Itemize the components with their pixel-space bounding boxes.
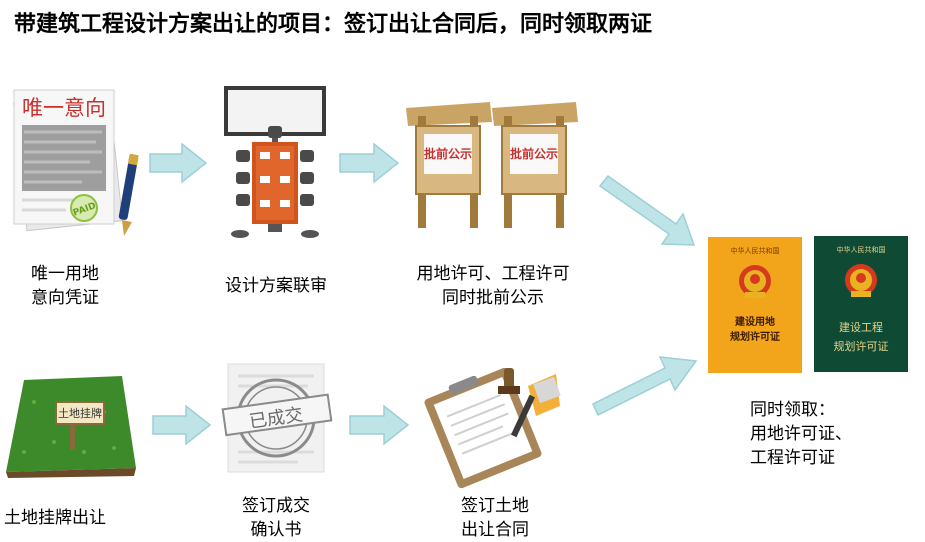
land-sign-text: 土地挂牌 xyxy=(58,406,102,420)
arrow-diagonal-up-icon xyxy=(592,356,698,417)
land-cert-name-line1: 建设用地 xyxy=(734,315,775,328)
pen-icon xyxy=(118,153,139,236)
arrow-diagonal-down-icon xyxy=(598,174,696,246)
board-text-left: 批前公示 xyxy=(424,146,472,161)
contract-signing-illustration xyxy=(424,367,561,489)
project-cert-name-line2: 规划许可证 xyxy=(834,339,889,353)
arrow-right-icon xyxy=(149,142,208,184)
design-review-illustration xyxy=(224,86,326,238)
publicity-boards-illustration: 批前公示 批前公示 xyxy=(406,102,578,228)
intent-document-illustration: PAID 唯一意向 xyxy=(13,89,139,236)
confirmation-stamp-illustration: 已成交 xyxy=(221,363,333,473)
arrow-right-icon xyxy=(152,404,212,446)
review-caption: 设计方案联审 xyxy=(225,276,327,296)
intent-doc-heading: 唯一意向 xyxy=(22,96,106,120)
intent-caption: 唯一用地 意向凭证 xyxy=(31,264,99,308)
arrow-right-icon xyxy=(339,142,400,184)
project-cert-header: 中华人民共和国 xyxy=(837,245,886,254)
listing-caption: 土地挂牌出让 xyxy=(4,508,106,528)
notice-board-right: 批前公示 xyxy=(492,102,578,228)
land-listing-illustration: 土地挂牌 xyxy=(6,376,136,478)
publicity-caption: 用地许可、工程许可 同时批前公示 xyxy=(416,264,570,308)
contract-caption: 签订土地 出让合同 xyxy=(461,496,529,540)
board-text-right: 批前公示 xyxy=(510,146,558,161)
notice-board-left: 批前公示 xyxy=(406,102,492,228)
land-permit-certificate: 中华人民共和国 建设用地 规划许可证 xyxy=(708,237,802,373)
land-cert-name-line2: 规划许可证 xyxy=(730,330,780,343)
project-cert-name-line1: 建设工程 xyxy=(839,320,883,334)
confirm-caption: 签订成交 确认书 xyxy=(242,496,310,540)
pen-hand-icon xyxy=(510,374,561,438)
land-cert-header: 中华人民共和国 xyxy=(731,246,780,255)
stamp-icon xyxy=(498,368,520,394)
project-permit-certificate: 中华人民共和国 建设工程 规划许可证 xyxy=(814,236,908,372)
national-emblem-icon xyxy=(845,264,877,297)
page-title: 带建筑工程设计方案出让的项目：签订出让合同后，同时领取两证 xyxy=(14,12,653,37)
national-emblem-icon xyxy=(739,265,771,298)
certificates-caption: 同时领取： 用地许可证、 工程许可证 xyxy=(750,400,852,468)
arrow-right-icon xyxy=(349,404,410,446)
